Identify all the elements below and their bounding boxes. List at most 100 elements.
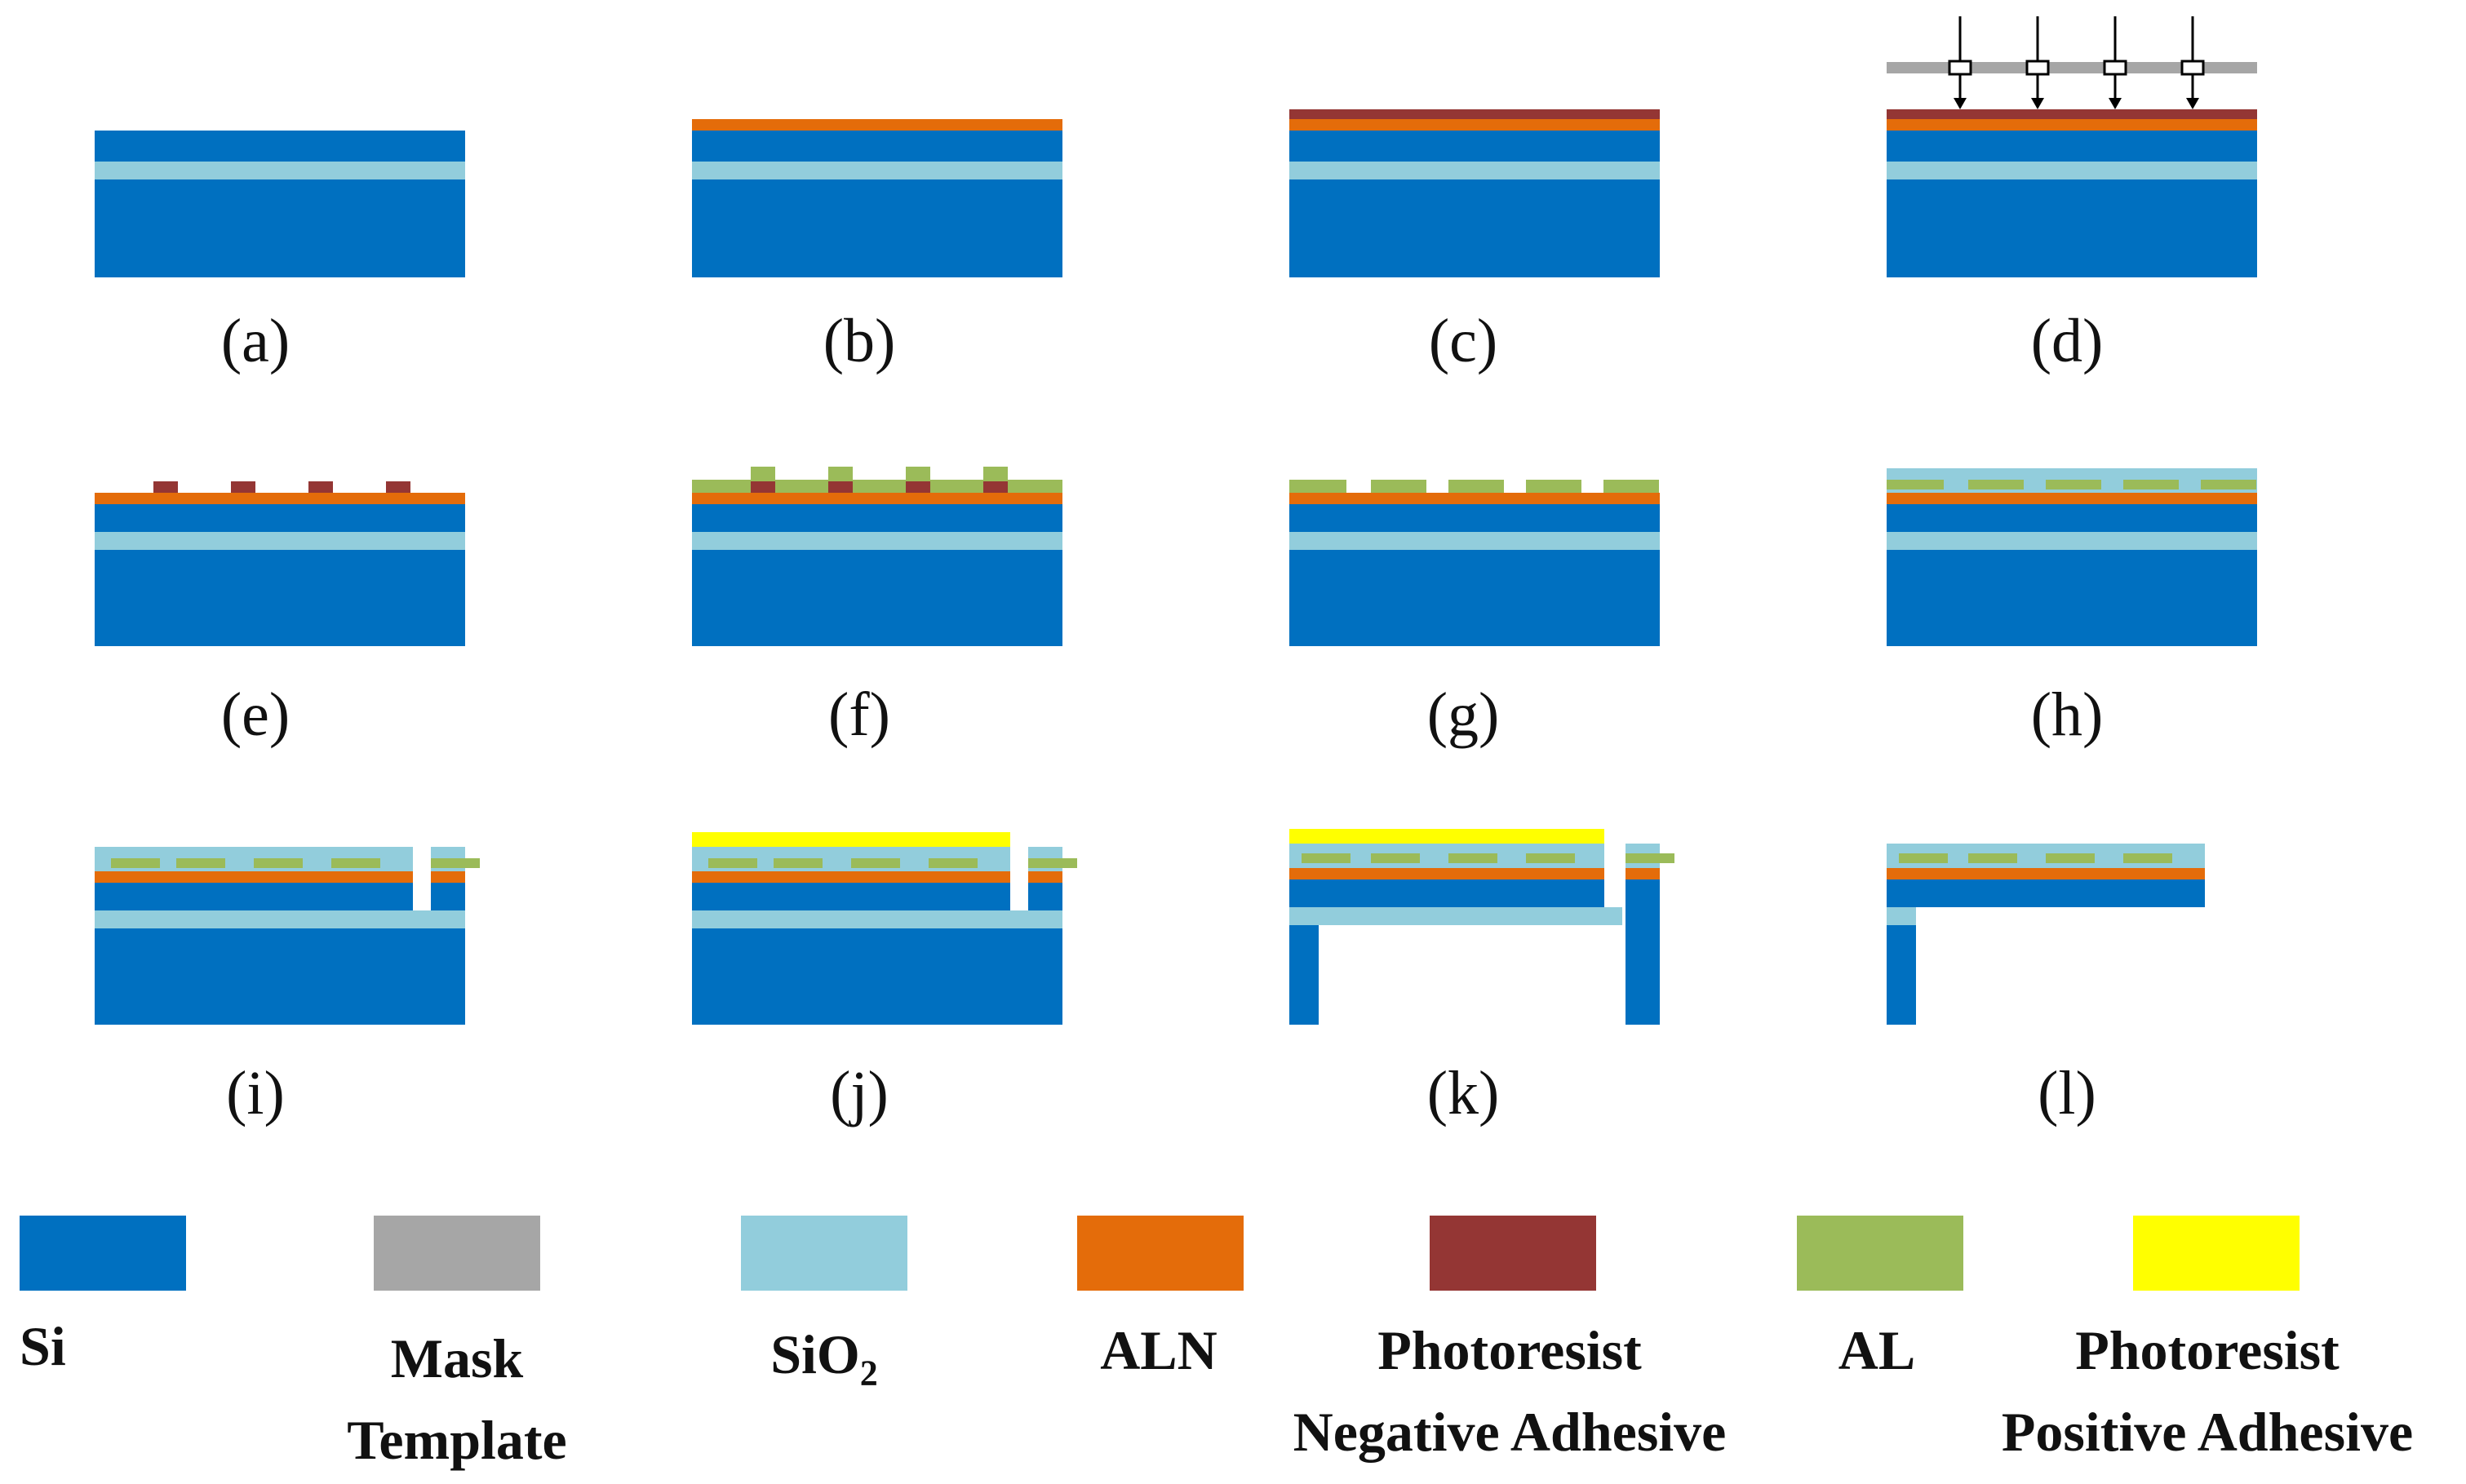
photoresist-pattern-block [386,481,410,493]
al-electrode [774,858,823,868]
step-label-i: (i) [226,1059,285,1127]
al-electrode [1302,853,1351,863]
al-electrode [1371,480,1426,493]
al-electrode [431,858,480,868]
photoresist-pattern-block [308,481,333,493]
al-electrode [1968,480,2024,489]
aln-layer [95,493,465,504]
si-device-layer [95,883,413,910]
al-on-photoresist [828,467,853,481]
photoresist-pattern-block [983,481,1008,493]
exposure-arrow-head [2109,98,2122,109]
al-electrode [1526,480,1581,493]
al-electrode [1526,853,1575,863]
al-electrode [2201,480,2256,489]
si-device-layer [692,504,1062,532]
aln-layer [431,871,465,883]
al-electrode [708,858,757,868]
mask-opening [2103,60,2127,76]
step-label-c: (c) [1428,307,1498,375]
legend-swatch-aln [1077,1216,1244,1291]
step-label-d: (d) [2030,307,2104,375]
step-label-e: (e) [220,680,291,749]
legend-mask-line2: Template [347,1409,567,1471]
al-electrode [1448,853,1497,863]
aln-layer [692,871,1010,883]
si-substrate [1887,550,2257,646]
aln-layer [1887,868,2205,879]
si-device-layer [431,883,465,910]
si-cantilever [1887,879,2205,907]
al-electrode [2123,853,2172,863]
sio2-box-layer [692,162,1062,179]
al-electrode [2046,480,2101,489]
si-frame-right [1626,879,1660,1025]
sio2-box-layer [1887,162,2257,179]
aln-layer [1887,119,2257,131]
sio2-box-layer [692,532,1062,550]
legend-swatch-pr-neg [1430,1216,1596,1291]
si-substrate [692,550,1062,646]
al-electrode [1371,853,1420,863]
step-label-a: (a) [220,307,291,375]
sio2-box-layer [95,532,465,550]
photoresist-negative-layer [1887,109,2257,119]
si-device-layer [95,504,465,532]
mask-opening [1948,60,1972,76]
si-substrate [1887,179,2257,277]
si-substrate [692,928,1062,1025]
legend-sio2-line1: SiO [770,1323,860,1385]
al-electrode [2046,853,2095,863]
legend-pr-pos-line1: Photoresist [2075,1319,2340,1381]
legend-swatch-sio2 [741,1216,907,1291]
step-label-h: (h) [2030,680,2104,749]
al-electrode [1448,480,1504,493]
aln-layer [1289,119,1660,131]
sio2-box-layer [95,162,465,179]
photoresist-pattern-block [231,481,255,493]
sio2-box-layer [1289,162,1660,179]
si-device-layer [1887,504,2257,532]
photoresist-pattern-block [751,481,775,493]
photoresist-positive-layer [1289,829,1604,844]
sio2-box-layer [1887,532,2257,550]
aln-layer [95,871,413,883]
step-label-l: (l) [2038,1059,2096,1127]
photoresist-negative-layer [1289,109,1660,119]
aln-layer [1028,871,1062,883]
aln-layer [1289,493,1660,504]
step-label-k: (k) [1426,1059,1500,1127]
legend-swatch-si [20,1216,186,1291]
al-electrode [1968,853,2017,863]
mask-template-bar [1887,62,2257,73]
sio2-anchor [1887,907,1916,925]
exposure-arrow-head [2186,98,2199,109]
exposure-arrow-head [1954,98,1967,109]
al-electrode [1289,480,1346,493]
si-device-layer [692,883,1010,910]
si-device-layer [1887,131,2257,162]
exposure-arrow-head [2031,98,2044,109]
si-device-layer [95,131,465,162]
si-substrate [95,928,465,1025]
legend-pr-neg-line1: Photoresist [1377,1319,1642,1381]
si-device-layer [1028,883,1062,910]
si-anchor [1887,925,1916,1025]
al-electrode [929,858,978,868]
legend-swatch-mask [374,1216,540,1291]
step-label-b: (b) [823,307,896,375]
al-electrode [1626,853,1674,863]
al-electrode [1603,480,1659,493]
sio2-box-layer [692,910,1062,928]
sio2-box-layer [1289,907,1622,925]
photoresist-pattern-block [153,481,178,493]
legend-swatch-pr-pos [2133,1216,2300,1291]
si-substrate [692,179,1062,277]
mask-opening [2180,60,2205,76]
al-electrode [2123,480,2179,489]
legend-al-line1: AL [1838,1319,1916,1381]
si-substrate [95,179,465,277]
legend-label-pr-neg: Photoresist Negative Adhesive [1240,1309,1779,1473]
photoresist-pattern-block [828,481,853,493]
si-device-layer [1289,504,1660,532]
